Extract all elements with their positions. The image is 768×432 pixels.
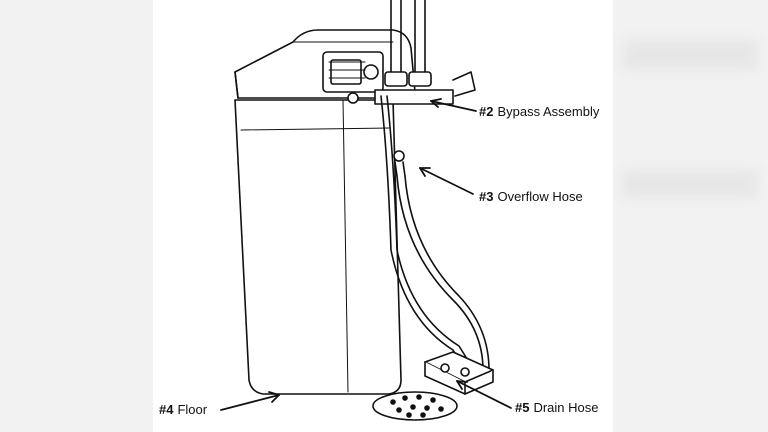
water-softener-illustration (220, 0, 512, 421)
arrow-overflow (419, 167, 474, 195)
overflow-hose (396, 175, 490, 371)
arrows (220, 98, 512, 411)
drain-hose (380, 95, 470, 367)
right-backdrop (613, 0, 768, 432)
callout-text: Bypass Assembly (497, 104, 600, 119)
arrow-drain (456, 380, 512, 409)
callout-number: #2 (479, 104, 494, 119)
callout-text: Floor (177, 402, 208, 417)
overflow-fitting (393, 150, 406, 177)
callout-number: #4 (159, 402, 174, 417)
callout-text: Drain Hose (533, 400, 599, 415)
cabinet-body (234, 99, 402, 395)
callout-number: #3 (479, 189, 494, 204)
callout-text: Overflow Hose (497, 189, 583, 204)
control-valve (322, 51, 384, 104)
floor-drain (372, 391, 458, 421)
callout-number: #5 (515, 400, 530, 415)
left-backdrop (0, 0, 153, 432)
arrow-floor (220, 394, 280, 411)
arrow-bypass (430, 100, 477, 112)
